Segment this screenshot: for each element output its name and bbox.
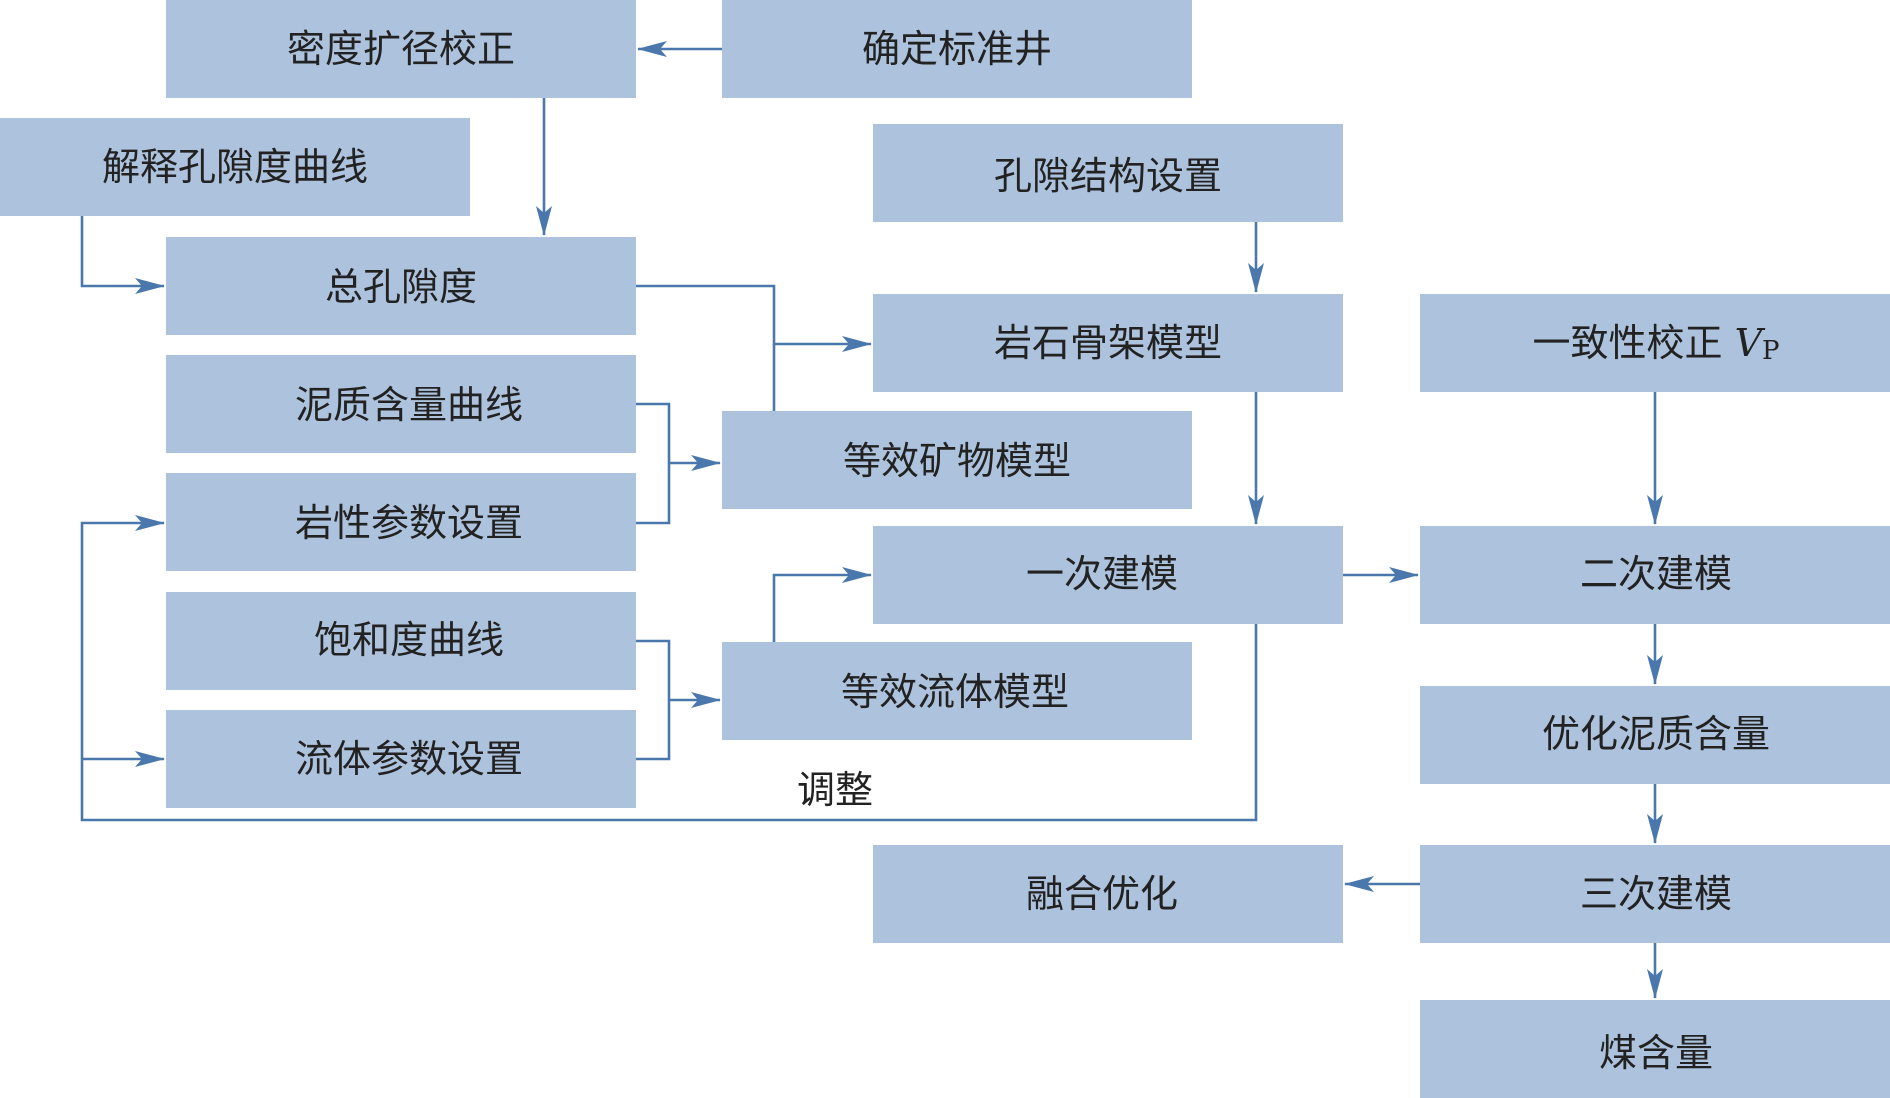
node-fluid-params: 流体参数设置 — [166, 710, 636, 808]
svg-text:岩性参数设置: 岩性参数设置 — [295, 501, 523, 545]
node-equiv-mineral: 等效矿物模型 — [722, 411, 1192, 509]
node-saturation-curve: 饱和度曲线 — [166, 592, 636, 690]
svg-text:等效矿物模型: 等效矿物模型 — [843, 439, 1071, 483]
edge-fluid-to-first — [772, 567, 872, 642]
svg-text:一次建模: 一次建模 — [1026, 552, 1178, 596]
edge-porosity-to-total — [80, 216, 165, 294]
svg-text:总孔隙度: 总孔隙度 — [325, 265, 477, 309]
node-density-correction: 密度扩径校正 — [166, 0, 636, 98]
svg-text:确定标准井: 确定标准井 — [862, 27, 1052, 71]
node-coal-content: 煤含量 — [1420, 1000, 1890, 1098]
node-equiv-fluid: 等效流体模型 — [722, 642, 1192, 740]
node-third-model: 三次建模 — [1420, 845, 1890, 943]
svg-text:煤含量: 煤含量 — [1599, 1031, 1713, 1075]
node-pore-structure: 孔隙结构设置 — [873, 124, 1343, 222]
svg-text:融合优化: 融合优化 — [1026, 872, 1178, 916]
svg-text:孔隙结构设置: 孔隙结构设置 — [994, 154, 1222, 198]
node-first-model: 一次建模 — [873, 526, 1343, 624]
edge-shale-lith-bracket — [636, 402, 671, 525]
node-consistency-vp: 一致性校正 VP — [1420, 294, 1890, 392]
edge-total-to-rock — [636, 284, 872, 352]
svg-text:一致性校正 VP: 一致性校正 VP — [1532, 321, 1779, 366]
edge-adjust-loop — [80, 515, 1258, 822]
svg-text:解释孔隙度曲线: 解释孔隙度曲线 — [102, 145, 368, 189]
svg-text:优化泥质含量: 优化泥质含量 — [1542, 712, 1770, 756]
svg-text:二次建模: 二次建模 — [1580, 552, 1732, 596]
node-rock-frame: 岩石骨架模型 — [873, 294, 1343, 392]
node-standard-well: 确定标准井 — [722, 0, 1192, 98]
svg-text:三次建模: 三次建模 — [1580, 872, 1732, 916]
node-second-model: 二次建模 — [1420, 526, 1890, 624]
node-fusion-opt: 融合优化 — [873, 845, 1343, 943]
node-lithology-params: 岩性参数设置 — [166, 473, 636, 571]
svg-text:泥质含量曲线: 泥质含量曲线 — [295, 383, 523, 427]
svg-text:岩石骨架模型: 岩石骨架模型 — [994, 321, 1222, 365]
node-opt-shale: 优化泥质含量 — [1420, 686, 1890, 784]
svg-text:饱和度曲线: 饱和度曲线 — [314, 618, 504, 662]
node-shale-curve: 泥质含量曲线 — [166, 355, 636, 453]
edge-sat-fluid-bracket — [636, 639, 671, 761]
edge-label-adjust: 调整 — [797, 768, 873, 812]
svg-text:等效流体模型: 等效流体模型 — [841, 670, 1069, 714]
svg-text:流体参数设置: 流体参数设置 — [295, 737, 523, 781]
node-total-porosity: 总孔隙度 — [166, 237, 636, 335]
node-porosity-curve: 解释孔隙度曲线 — [0, 118, 470, 216]
svg-text:密度扩径校正: 密度扩径校正 — [287, 27, 515, 71]
